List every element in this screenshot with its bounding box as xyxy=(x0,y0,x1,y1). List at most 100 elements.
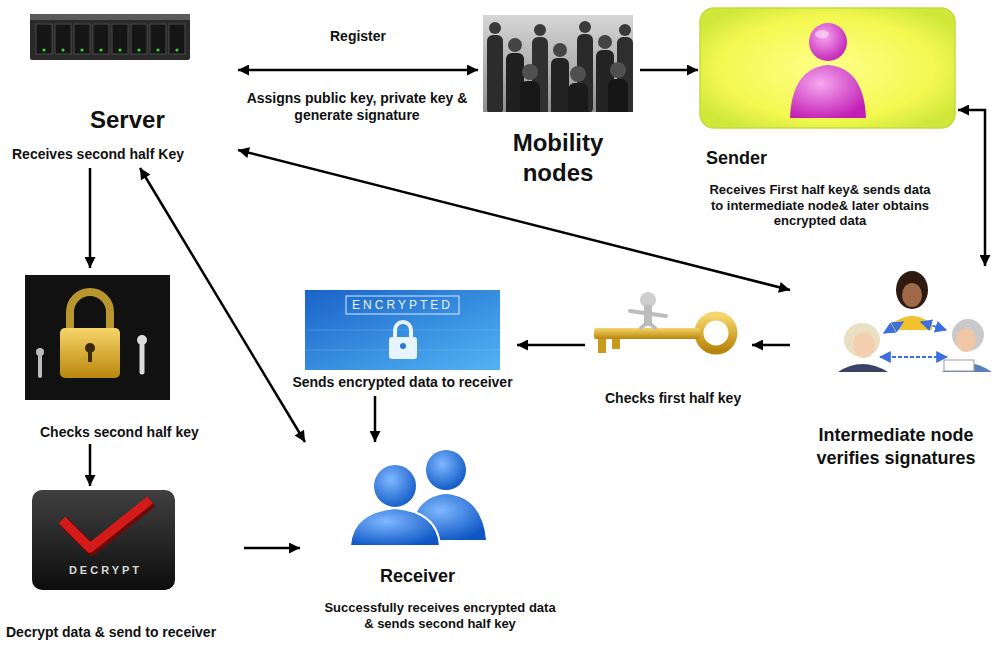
server-illustration-part xyxy=(156,48,159,51)
crowd-photo xyxy=(483,15,633,112)
server-illustration-part xyxy=(74,24,90,54)
encrypted-banner-part xyxy=(305,330,500,331)
connector-arrow xyxy=(244,547,300,550)
sender-card-part xyxy=(790,65,866,118)
server-illustration-part xyxy=(93,24,109,54)
key-illustration-part xyxy=(594,328,700,339)
crowd-photo-part xyxy=(570,66,586,82)
key-illustration-part xyxy=(699,316,733,350)
node-title: Mobility nodes xyxy=(478,128,638,188)
team-illustration xyxy=(838,271,992,372)
key-illustration-part xyxy=(612,339,620,349)
node-caption: Checks second half key xyxy=(40,424,210,441)
crowd-photo-part xyxy=(610,62,626,78)
padlock-photo xyxy=(25,275,170,400)
crowd-photo-part xyxy=(579,21,591,33)
team-illustration-part xyxy=(844,323,880,357)
receiver-node: ReceiverSuccessfully receives encrypted … xyxy=(300,442,582,640)
receiver-icon-part xyxy=(350,508,440,546)
team-illustration-part xyxy=(838,364,888,372)
connector-arrow xyxy=(958,110,985,266)
connector-arrow xyxy=(640,69,698,72)
server-illustration xyxy=(30,14,190,60)
crowd-photo-part xyxy=(568,83,588,112)
padlock-photo-part xyxy=(25,275,170,400)
connector-arrow xyxy=(89,168,92,268)
team-illustration-part xyxy=(853,332,875,358)
crowd-photo-part xyxy=(534,24,546,36)
server-illustration-part xyxy=(175,48,178,51)
crowd-photo-part xyxy=(598,35,612,49)
crowd-photo-part xyxy=(551,58,569,112)
connector-arrow xyxy=(238,150,790,290)
crowd-photo-part xyxy=(619,24,631,36)
sender-card-part xyxy=(815,30,829,38)
team-illustration-part xyxy=(944,360,974,371)
connector-arrow xyxy=(140,168,305,442)
node-caption: Checks first half key xyxy=(605,390,750,407)
node-caption: Decrypt data & send to receiver xyxy=(6,624,242,641)
edge-label: Register xyxy=(330,28,386,45)
receiver-icon-part xyxy=(373,464,417,508)
mobility-node: Mobility nodes xyxy=(478,12,640,192)
node-title: Intermediate node verifies signatures xyxy=(790,424,1002,469)
sender-node: SenderReceives First half key& sends dat… xyxy=(698,6,958,238)
server-illustration-part xyxy=(61,48,64,51)
encrypted-banner-part xyxy=(395,322,411,338)
node-title: Server xyxy=(90,106,230,135)
server-illustration-part xyxy=(55,24,71,54)
lock-check-node: Checks second half key xyxy=(15,268,212,444)
crowd-photo-part xyxy=(608,79,628,112)
key-illustration-part xyxy=(648,322,655,328)
server-illustration-part xyxy=(150,24,166,54)
team-illustration-part xyxy=(902,283,922,307)
connector-arrow xyxy=(517,344,585,347)
server-illustration-part xyxy=(80,48,83,51)
encrypt-node: ENCRYPTEDSends encrypted data to receive… xyxy=(290,288,517,396)
team-illustration-part xyxy=(952,319,984,351)
team-illustration-part xyxy=(956,328,976,352)
padlock-photo-part xyxy=(88,350,92,362)
team-illustration-part xyxy=(892,316,932,330)
server-illustration-part xyxy=(118,48,121,51)
server-illustration-part xyxy=(99,48,102,51)
padlock-photo-part xyxy=(70,292,110,330)
sender-card-part xyxy=(809,23,847,61)
key-check-node: Checks first half key xyxy=(585,290,752,410)
server-illustration-part xyxy=(131,24,147,54)
team-illustration-part xyxy=(896,271,928,309)
crowd-photo-part xyxy=(489,22,501,34)
padlock-photo-part xyxy=(38,356,42,376)
key-illustration-part xyxy=(630,311,666,316)
key-illustration xyxy=(594,292,733,353)
server-illustration-part xyxy=(112,24,128,54)
receiver-icon xyxy=(350,450,486,546)
server-illustration-part xyxy=(42,48,45,51)
server-node: ServerReceives second half Key xyxy=(8,8,238,168)
crowd-photo-part xyxy=(522,64,538,80)
encrypted-banner-part xyxy=(389,337,417,359)
encrypted-banner-part xyxy=(400,343,406,349)
decrypt-badge-part xyxy=(62,500,150,548)
annotation-text: Assigns public key, private key & genera… xyxy=(228,90,486,124)
team-illustration-part xyxy=(884,322,903,333)
crowd-photo-part xyxy=(553,43,567,57)
server-illustration-part xyxy=(169,24,185,54)
team-illustration-part xyxy=(880,356,947,358)
receiver-icon-part xyxy=(426,450,466,490)
banner-text: DECRYPT xyxy=(32,564,179,577)
padlock-photo-part xyxy=(140,345,145,372)
server-illustration-part xyxy=(30,14,190,60)
connector-arrow xyxy=(752,344,790,347)
connector-arrow xyxy=(374,396,377,442)
crowd-photo-part xyxy=(487,35,503,112)
decrypt-node: DECRYPT Decrypt data & send to receiver xyxy=(4,486,244,644)
node-caption: Receives First half key& sends data to i… xyxy=(709,182,931,229)
server-illustration-part xyxy=(30,14,190,20)
sender-card xyxy=(700,8,955,128)
crowd-photo-part xyxy=(520,81,540,112)
